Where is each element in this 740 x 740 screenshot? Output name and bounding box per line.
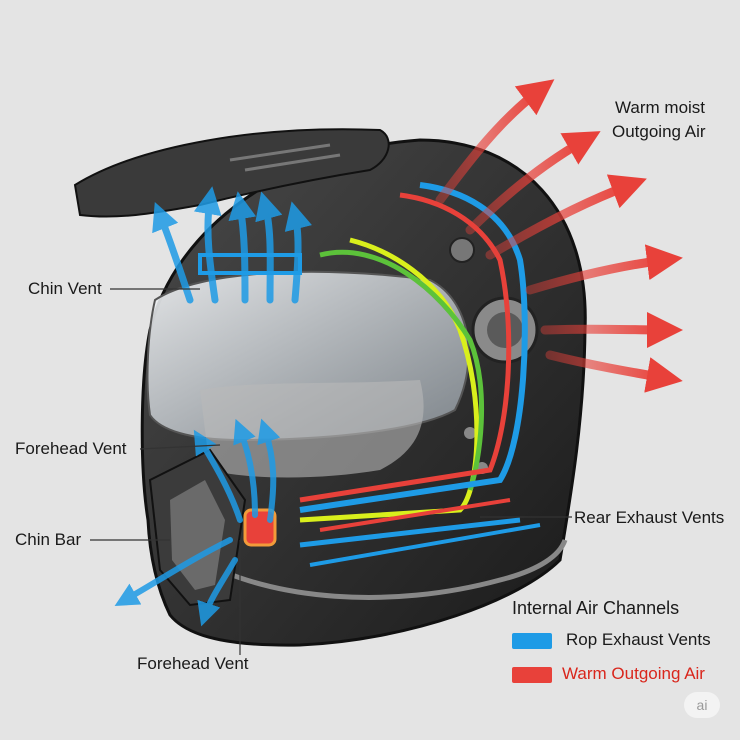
label-warm-moist: Warm moist [615, 98, 706, 117]
blue-channel-2 [299, 517, 521, 548]
label-rear-exhaust: Rear Exhaust Vents [574, 508, 725, 527]
peak-vents [229, 143, 341, 172]
legend-swatch-red [512, 667, 552, 683]
incoming-air-arrows-top [152, 186, 312, 304]
label-forehead-vent-bottom: Forehead Vent [137, 654, 249, 673]
helmet-inner-rim [198, 539, 568, 600]
label-chin-vent: Chin Vent [28, 279, 102, 298]
legend-title: Internal Air Channels [512, 598, 680, 618]
blue-channel-3 [309, 523, 541, 567]
legend-swatch-blue [512, 633, 552, 649]
label-outgoing-air: Outgoing Air [612, 122, 706, 141]
green-channel [319, 249, 484, 491]
leader-lines [90, 288, 572, 655]
inner-liner [200, 380, 424, 478]
ai-badge: ai [684, 692, 720, 718]
legend-label-blue: Rop Exhaust Vents [566, 630, 711, 649]
blue-channel-1 [299, 182, 528, 513]
label-chin-bar: Chin Bar [15, 530, 82, 549]
label-forehead-vent-left: Forehead Vent [15, 439, 127, 458]
side-vent-small [449, 237, 475, 263]
forehead-vent-box [198, 253, 302, 275]
red-channel-2 [319, 498, 511, 532]
incoming-air-arrows-chin [114, 418, 281, 627]
legend-label-red: Warm Outgoing Air [562, 664, 705, 683]
outgoing-air-arrows [435, 79, 683, 393]
red-channel-1 [299, 192, 512, 503]
